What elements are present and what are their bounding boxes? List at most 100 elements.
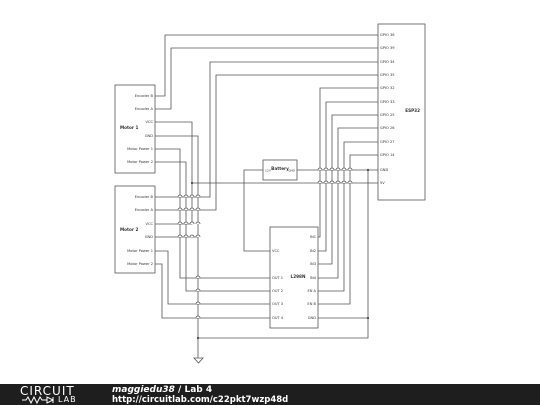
battery-gnd-label: GND: [288, 169, 296, 173]
wire-crossover: [195, 207, 201, 211]
l298n-out-label: OUT 1: [272, 276, 283, 280]
wire-gnd-rail: [155, 135, 199, 358]
wire-m1-pwr2: [155, 161, 270, 292]
motor1-name: Motor 1: [120, 125, 138, 130]
junction-dot: [190, 181, 194, 185]
esp32-pin-label: GPIO 27: [380, 140, 395, 144]
wire-crossover: [189, 207, 195, 211]
motor2-pin-label: Motor Power 1: [127, 249, 153, 253]
wire-m2-pwr1: [155, 250, 270, 305]
wire-m2-enca: [155, 74, 378, 211]
wire-m1-enca: [155, 47, 378, 110]
wire-m1-encb: [155, 34, 378, 97]
esp32-pin-label: 5V: [380, 181, 385, 185]
wire-crossover: [335, 167, 341, 171]
wire-crossover: [195, 234, 201, 238]
motor2-pin-label: Encoder B: [135, 195, 154, 199]
logo-wave-icon: [22, 396, 55, 404]
esp32-pin-label: GND: [380, 168, 388, 172]
wire-crossover: [177, 221, 183, 225]
motor2-pin-label: Motor Power 2: [127, 262, 153, 266]
logo-text-bottom: LAB: [58, 395, 77, 404]
wire-crossover: [195, 315, 201, 319]
wire-gpio-to-l298n: [318, 154, 378, 305]
footer-bar: CIRCUIT LAB maggiedu38 / Lab 4 http://ci…: [0, 384, 540, 405]
wire-crossover: [183, 221, 189, 225]
logo-text-top: CIRCUIT: [20, 384, 75, 398]
l298n-out-label: OUT 3: [272, 302, 283, 306]
wire-m1-pwr1: [155, 148, 270, 279]
wire-m2-encb: [155, 61, 378, 198]
motor1-pin-label: Encoder B: [135, 94, 154, 98]
motor1-pin-label: VCC: [146, 120, 154, 124]
l298n-in-label: IN3: [310, 262, 316, 266]
wire-crossover: [189, 194, 195, 198]
wire-crossover: [317, 180, 323, 184]
circuit-url[interactable]: http://circuitlab.com/c22pkt7wzp48d: [112, 395, 289, 405]
esp32-pin-label: GPIO 33: [380, 100, 395, 104]
esp32-name: ESP32: [405, 108, 420, 113]
motor1-block[interactable]: [114, 84, 156, 174]
l298n-out-label: OUT 4: [272, 316, 284, 320]
battery-block[interactable]: [262, 159, 298, 181]
junction-dot: [366, 168, 370, 172]
wire-crossover: [195, 221, 201, 225]
ground-symbol: [193, 357, 204, 364]
wire-crossover: [189, 234, 195, 238]
motor1-pin-label: Motor Power 2: [127, 160, 153, 164]
wire-crossover: [195, 301, 201, 305]
esp32-pin-label: GPIO 39: [380, 46, 395, 50]
esp32-pin-label: GPIO 25: [380, 113, 395, 117]
battery-12v-label: 12V: [265, 169, 272, 173]
circuitlab-logo[interactable]: CIRCUIT LAB: [20, 385, 95, 404]
wire-crossover: [183, 194, 189, 198]
battery-name: Battery: [271, 166, 289, 171]
l298n-in-label: EN B: [307, 302, 316, 306]
esp32-pin-label: GPIO 35: [380, 73, 395, 77]
wire-crossover: [195, 288, 201, 292]
wire-gpio-to-l298n: [318, 87, 378, 238]
wire-gpio-to-l298n: [318, 127, 378, 279]
esp32-pin-label: GPIO 26: [380, 126, 395, 130]
wire-m2-vcc: [155, 183, 193, 225]
esp32-pin-label: GPIO 32: [380, 86, 395, 90]
l298n-in-label: IN2: [310, 249, 316, 253]
wire-gpio-to-l298n: [318, 114, 378, 265]
l298n-in-label: EN A: [307, 289, 316, 293]
wire-crossover: [341, 167, 347, 171]
wire-5v-rail: [155, 121, 378, 184]
motor2-pin-label: GND: [145, 235, 153, 239]
l298n-in-label: IN1: [310, 235, 316, 239]
wire-gpio-to-l298n: [318, 101, 378, 252]
junction-dot: [196, 336, 200, 340]
motor2-block[interactable]: [114, 185, 156, 274]
esp32-pin-label: GPIO 34: [380, 60, 395, 64]
circuit-title: Lab 4: [184, 385, 213, 395]
wire-crossover: [177, 207, 183, 211]
esp32-block[interactable]: [377, 23, 426, 201]
wire-crossover: [341, 180, 347, 184]
wires: [155, 34, 378, 358]
wire-gnd-bus: [198, 169, 378, 339]
motor2-name: Motor 2: [120, 227, 138, 232]
wire-crossover: [329, 180, 335, 184]
wire-crossover: [347, 167, 353, 171]
l298n-name: L298N: [291, 274, 306, 279]
breadcrumb-separator: /: [174, 385, 185, 395]
wire-crossover: [177, 194, 183, 198]
wire-crossover: [323, 180, 329, 184]
wire-crossover: [347, 180, 353, 184]
motor1-pin-label: Motor Power 1: [127, 147, 153, 151]
wire-crossover: [177, 234, 183, 238]
l298n-in-label: GND: [308, 316, 316, 320]
l298n-vcc-label: VCC: [272, 249, 280, 253]
author-link[interactable]: maggiedu38: [112, 385, 175, 395]
wire-crossover: [183, 234, 189, 238]
wire-crossover: [195, 194, 201, 198]
wire-crossover: [335, 180, 341, 184]
l298n-block[interactable]: [269, 226, 319, 329]
wire-crossover: [317, 167, 323, 171]
wire-12v: [243, 169, 270, 252]
l298n-out-label: OUT 2: [272, 289, 283, 293]
